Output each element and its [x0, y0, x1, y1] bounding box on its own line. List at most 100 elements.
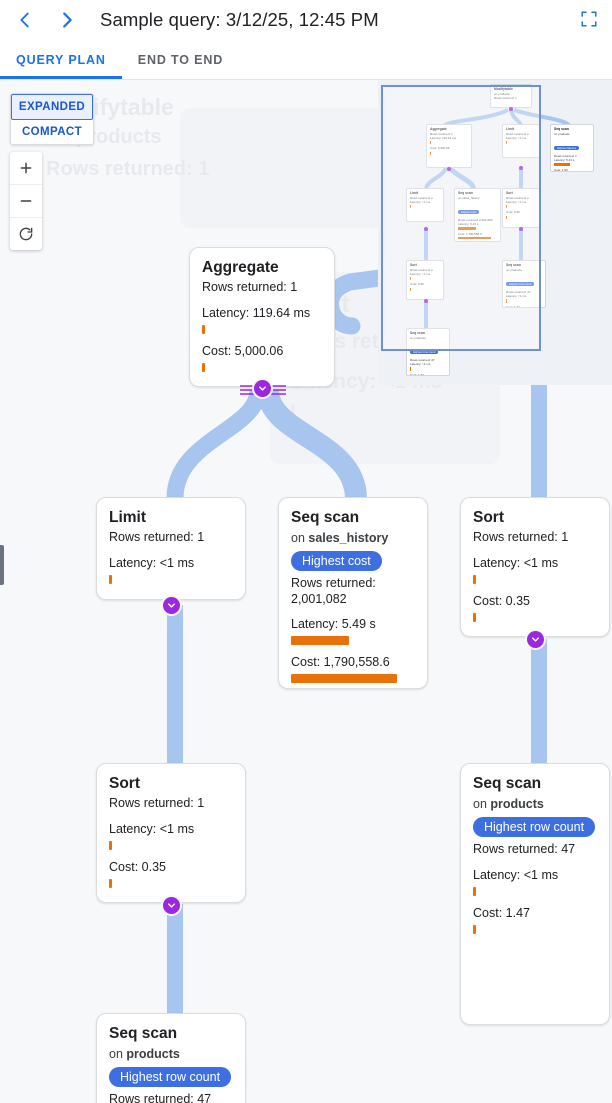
minimap-node-seqscan-highest-latency[interactable]: Seq scan on products Highest latency Row… — [550, 124, 594, 172]
minimap-node-limit-top[interactable]: Limit Rows returned: 1 Latency: <1 ms — [502, 124, 540, 158]
minimap-badge-highest-row-count: Highest row count — [506, 281, 535, 287]
on-label: on — [109, 1047, 123, 1061]
view-mode-compact[interactable]: COMPACT — [11, 120, 93, 144]
node-cost: Cost: 5,000.06 — [202, 344, 284, 358]
minimap-node-limit-mid[interactable]: Limit Rows returned: 1 Latency: <1 ms — [406, 188, 444, 222]
minimap-node-latency: Latency: <1 ms — [506, 199, 527, 204]
plan-node-limit[interactable]: Limit Rows returned: 1 Latency: <1 ms — [96, 497, 246, 600]
minus-icon — [18, 193, 34, 209]
minimap-latency-bar — [410, 205, 411, 209]
minimap-latency-bar — [430, 141, 431, 145]
plan-node-aggregate[interactable]: Aggregate Rows returned: 1 Latency: 119.… — [189, 247, 335, 387]
ghost-node-limit-tick: | — [290, 402, 296, 425]
node-relation: on products — [473, 795, 597, 813]
minimap-latency-bar — [506, 299, 507, 303]
zoom-in-button[interactable] — [10, 152, 42, 184]
minimap-collapse-dot — [519, 227, 523, 231]
node-title: Seq scan — [109, 1025, 178, 1042]
reset-icon — [18, 226, 34, 242]
node-rows-returned: Rows returned: 47 — [109, 1092, 212, 1103]
minimap-node-title: Seq scan — [506, 263, 521, 267]
minimap-node-relation: on products — [506, 267, 522, 272]
node-title: Sort — [109, 775, 140, 792]
tab-end-to-end[interactable]: END TO END — [137, 53, 224, 67]
plan-node-seqscan-products-bottom[interactable]: Seq scan on products Highest row count R… — [96, 1013, 246, 1103]
minimap-node-latency: Latency: <1 ms — [506, 294, 527, 298]
query-plan-canvas[interactable]: Modifytable on products Rows returned: 1… — [0, 80, 612, 1103]
chevron-down-icon — [166, 900, 177, 911]
latency-bar — [109, 575, 112, 584]
reset-view-button[interactable] — [10, 217, 42, 250]
zoom-controls[interactable] — [10, 152, 42, 250]
back-button[interactable] — [8, 3, 42, 37]
fullscreen-button[interactable] — [576, 8, 602, 34]
relation-name: sales_history — [308, 531, 389, 545]
minimap-latency-bar — [506, 205, 507, 209]
minimap-node-latency: Latency: 5.49 s — [458, 222, 479, 226]
cost-bar — [202, 363, 205, 372]
chevron-down-icon — [257, 383, 268, 394]
node-title: Limit — [109, 509, 147, 526]
minimap-node-rows: Rows returned: 1 — [410, 195, 433, 200]
minimap-badge-highest-latency: Highest latency — [554, 145, 580, 151]
minimap-latency-bar — [410, 367, 411, 371]
fullscreen-icon — [580, 10, 598, 33]
node-latency: Latency: <1 ms — [109, 556, 195, 570]
ghost-node-modifytable-rows: Rows returned: 1 — [46, 158, 210, 180]
minimap-collapse-dot — [447, 167, 451, 171]
chevron-right-icon — [56, 9, 78, 31]
view-mode-switch[interactable]: EXPANDED COMPACT — [10, 93, 94, 145]
collapse-toggle-limit[interactable] — [163, 597, 180, 614]
minimap-node-title: Sort — [506, 191, 513, 195]
minimap-badge-highest-cost: Highest cost — [458, 209, 480, 215]
collapse-toggle-sort-lower[interactable] — [163, 897, 180, 914]
collapse-toggle-sort-middle[interactable] — [527, 631, 544, 648]
minimap-node-relation: on sales_history — [458, 195, 480, 200]
cost-bar — [291, 674, 397, 683]
cost-bar — [473, 613, 476, 622]
on-label: on — [291, 531, 305, 545]
minimap-node-title: Seq scan — [458, 191, 473, 195]
ghost-card-top — [180, 108, 395, 228]
minimap-node-rows: Rows returned: 1 — [554, 153, 577, 158]
node-title: Seq scan — [291, 509, 360, 526]
minimap-node-rows: Rows returned: 47 — [506, 289, 531, 294]
plan-node-seqscan-sales-history[interactable]: Seq scan on sales_history Highest cost R… — [278, 497, 428, 689]
status-badge-highest-row-count: Highest row count — [473, 817, 596, 837]
minimap-node-rows: Rows returned: 1 — [506, 131, 529, 136]
minimap-node-latency: Latency: <1 ms — [506, 135, 527, 140]
minimap[interactable]: Modifytable on products Rows returned: 1… — [378, 80, 612, 385]
node-rows-returned: Rows returned: 2,001,082 — [291, 576, 376, 606]
panel-drag-handle[interactable] — [0, 545, 4, 585]
minimap-latency-bar — [506, 141, 507, 145]
node-cost: Cost: 0.35 — [109, 860, 166, 874]
view-mode-expanded[interactable]: EXPANDED — [11, 94, 93, 120]
minimap-viewport-rect[interactable] — [381, 85, 541, 351]
tab-bar: QUERY PLAN END TO END — [0, 40, 612, 80]
zoom-out-button[interactable] — [10, 184, 42, 217]
node-rows-returned: Rows returned: 1 — [473, 530, 569, 544]
node-relation: on products — [109, 1045, 233, 1063]
minimap-node-cost: Cost: 0.35 — [506, 210, 520, 215]
forward-button[interactable] — [50, 3, 84, 37]
latency-bar — [202, 325, 205, 334]
minimap-node-latency: Latency: <1 ms — [410, 362, 431, 366]
collapse-toggle-aggregate[interactable] — [254, 380, 271, 397]
plan-node-sort-lower[interactable]: Sort Rows returned: 1 Latency: <1 ms Cos… — [96, 763, 246, 903]
minimap-node-seqscan-highest-cost[interactable]: Seq scan on sales_history Highest cost R… — [454, 188, 501, 242]
minimap-node-relation: on products — [494, 91, 510, 96]
node-latency: Latency: <1 ms — [473, 556, 559, 570]
minimap-collapse-dot — [424, 227, 428, 231]
minimap-node-modifytable[interactable]: Modifytable on products Rows returned: 1 — [490, 84, 532, 108]
minimap-node-cost: Cost: 1.47 — [506, 304, 520, 308]
page-title: Sample query: 3/12/25, 12:45 PM — [100, 9, 379, 30]
node-latency: Latency: <1 ms — [109, 822, 195, 836]
app-header: Sample query: 3/12/25, 12:45 PM — [0, 0, 612, 41]
minimap-node-latency: Latency: 119.64 ms — [430, 135, 456, 140]
plan-node-seqscan-products-right[interactable]: Seq scan on products Highest row count R… — [460, 763, 610, 1025]
plan-node-sort-middle[interactable]: Sort Rows returned: 1 Latency: <1 ms Cos… — [460, 497, 610, 637]
on-label: on — [473, 797, 487, 811]
minimap-node-latency: Latency: <1 ms — [410, 199, 431, 204]
tab-query-plan[interactable]: QUERY PLAN — [0, 41, 122, 79]
minimap-node-rows: Rows returned: 1 — [506, 195, 529, 200]
